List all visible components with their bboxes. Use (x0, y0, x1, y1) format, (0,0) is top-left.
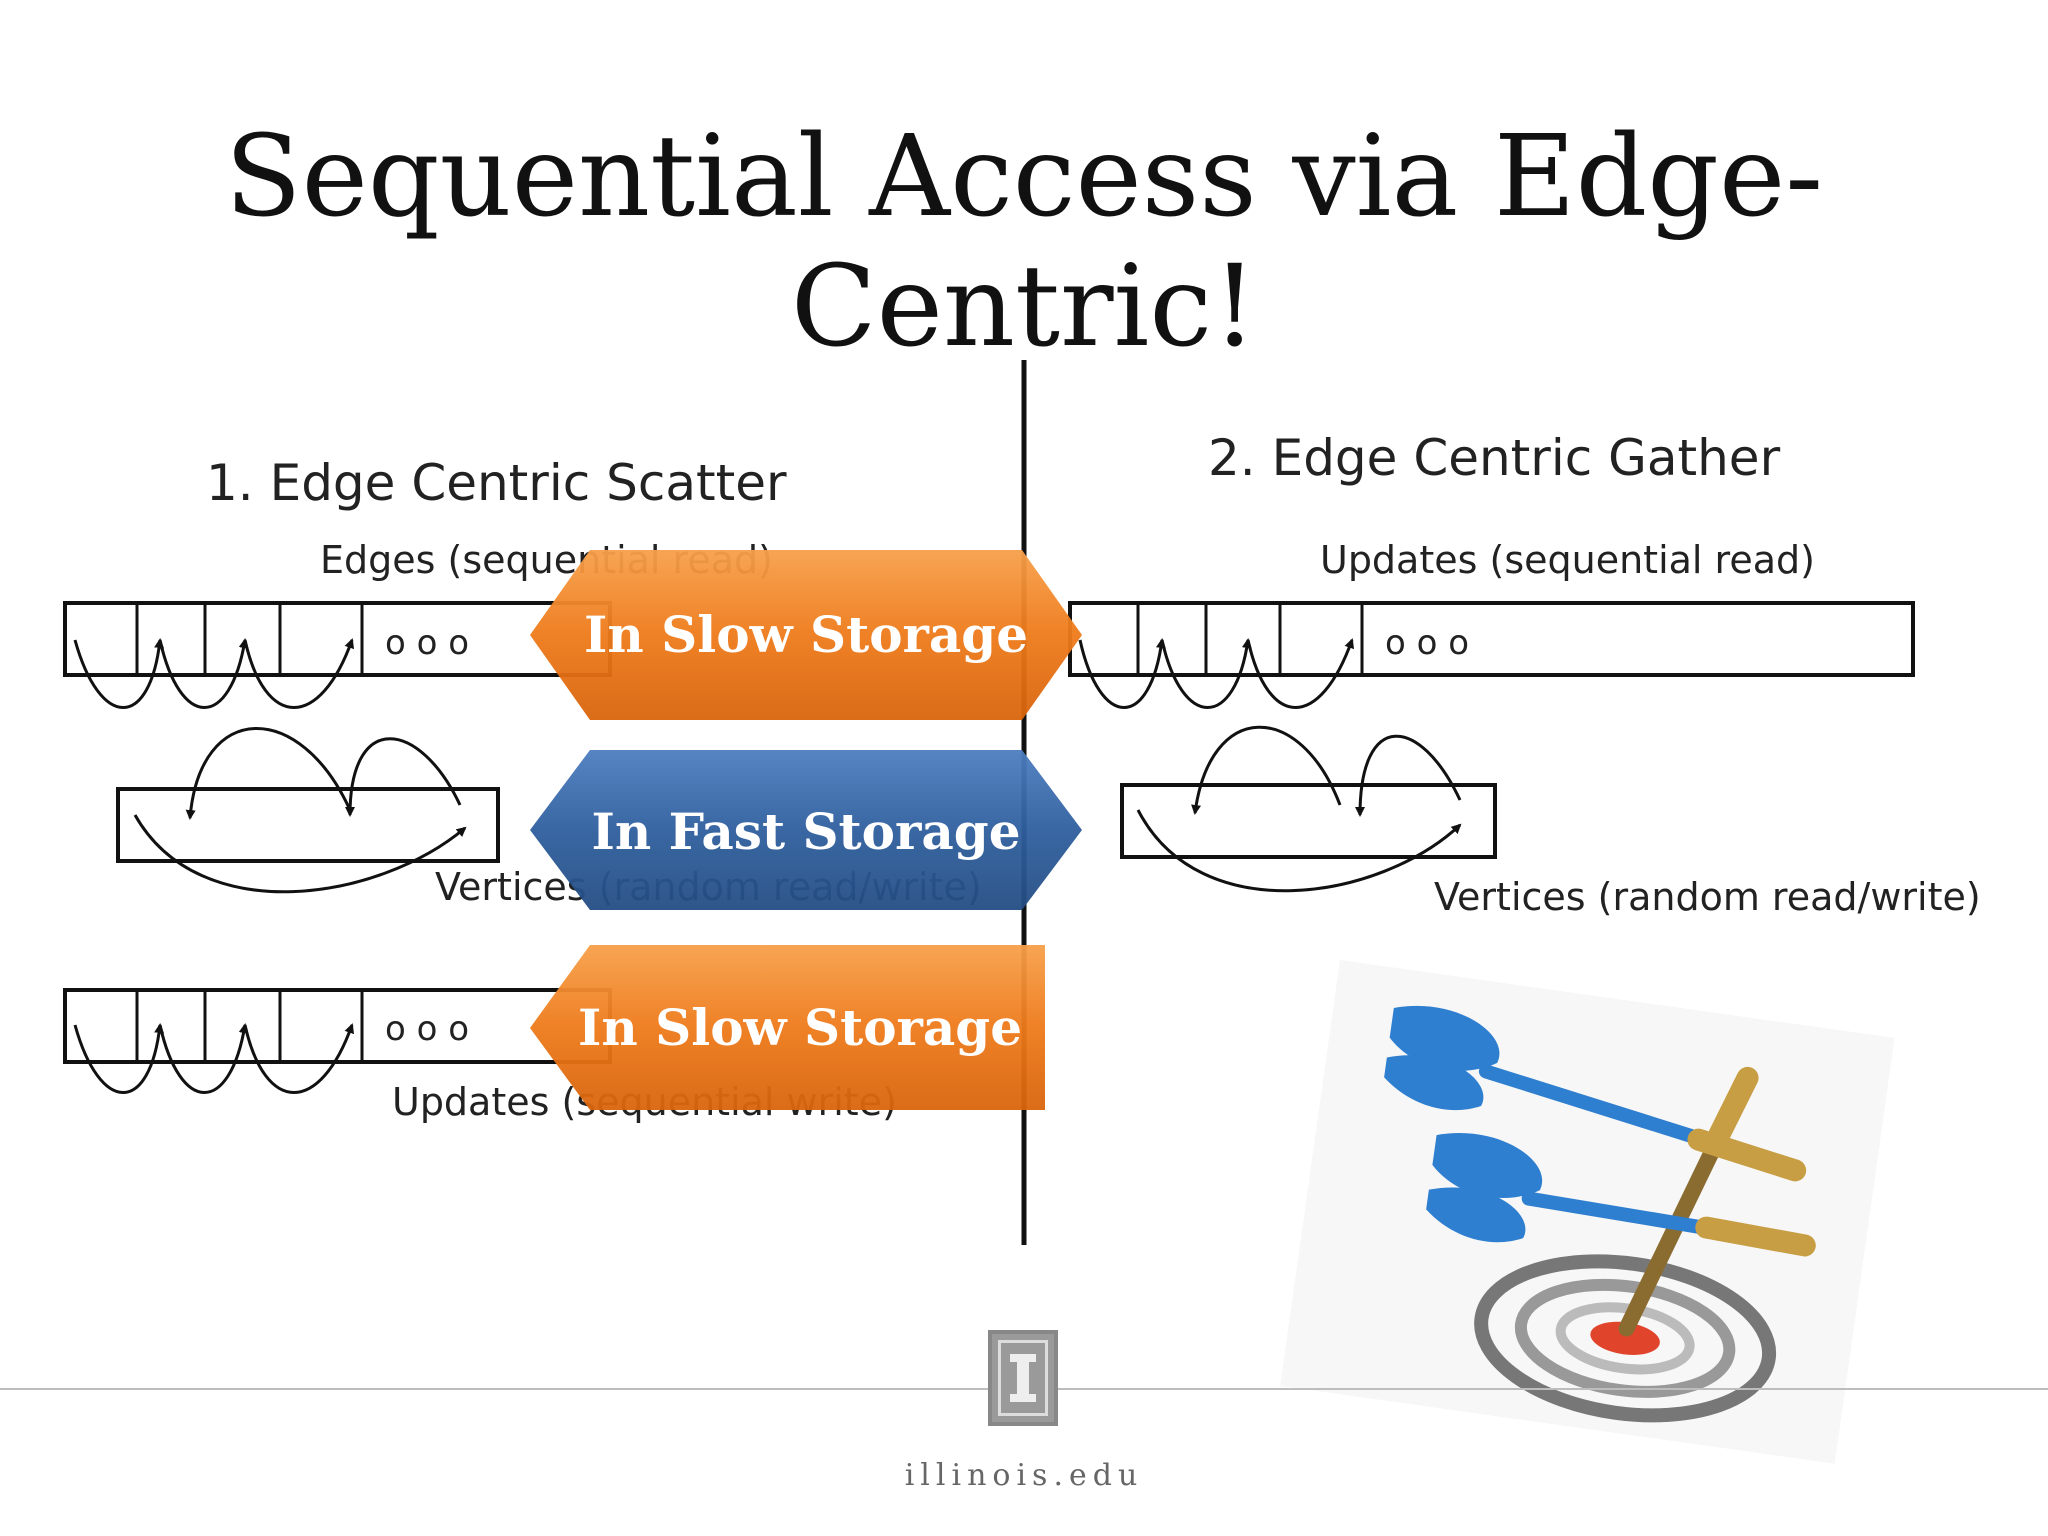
slow-storage-label-bottom: In Slow Storage (578, 998, 1022, 1057)
scatter-edges-ellipsis: o o o (385, 623, 469, 663)
scatter-edges-array: o o o (63, 601, 612, 709)
fast-storage-callout: In Fast Storage (530, 750, 1082, 910)
gather-vertices-label: Vertices (random read/write) (1434, 875, 1981, 919)
gather-updates-label: Updates (sequential read) (1320, 538, 1815, 582)
block-i-glyph (1010, 1354, 1036, 1402)
gather-updates-array: o o o (1068, 601, 1915, 709)
gather-vertices-array (1120, 725, 1497, 893)
scatter-heading: 1. Edge Centric Scatter (206, 454, 787, 512)
slow-storage-callout-bottom: In Slow Storage (530, 945, 1045, 1110)
slow-storage-callout-top: In Slow Storage (530, 550, 1082, 720)
slide-title: Sequential Access via Edge-Centric! (224, 112, 1824, 372)
scatter-vertices-array (116, 727, 500, 894)
footer-url: illinois.edu (904, 1458, 1144, 1493)
darts-target-icon (1280, 960, 1895, 1464)
slow-storage-label-top: In Slow Storage (584, 605, 1028, 664)
fast-storage-label: In Fast Storage (591, 802, 1020, 861)
gather-updates-ellipsis: o o o (1385, 623, 1469, 663)
scatter-updates-ellipsis: o o o (385, 1009, 469, 1049)
illinois-block-i-icon (988, 1330, 1058, 1426)
scatter-updates-array: o o o (63, 988, 612, 1094)
gather-heading: 2. Edge Centric Gather (1208, 429, 1781, 487)
